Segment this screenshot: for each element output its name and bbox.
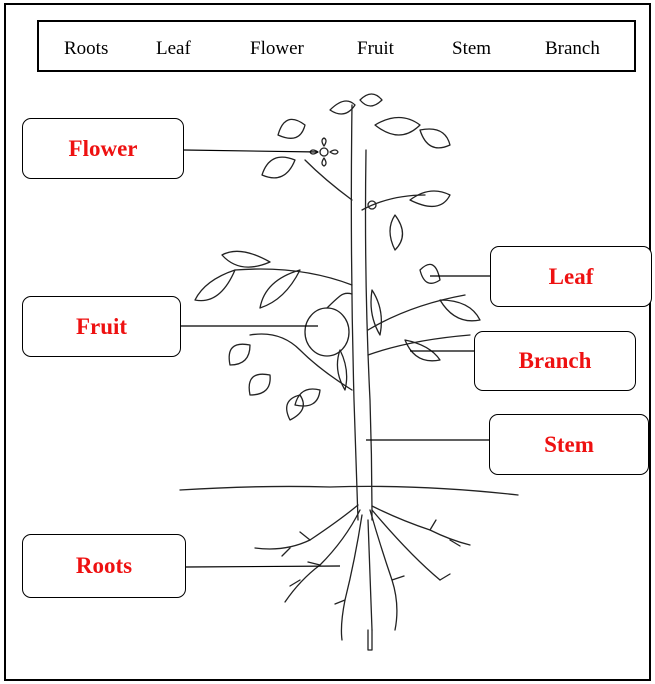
leaf-cluster-left <box>195 251 320 420</box>
label-flower[interactable]: Flower <box>22 118 184 179</box>
label-branch-text: Branch <box>519 348 592 374</box>
label-stem-text: Stem <box>544 432 594 458</box>
label-roots-text: Roots <box>76 553 132 579</box>
label-leaf[interactable]: Leaf <box>490 246 652 307</box>
label-fruit-text: Fruit <box>76 314 127 340</box>
label-flower-text: Flower <box>69 136 138 162</box>
leader-flower <box>184 150 318 152</box>
leaf-cluster-right <box>337 191 480 390</box>
label-branch[interactable]: Branch <box>474 331 636 391</box>
main-stem <box>351 105 358 520</box>
leaf-cluster-top <box>262 94 450 178</box>
root-system <box>255 505 470 650</box>
branch-left-upper <box>235 269 352 285</box>
label-stem[interactable]: Stem <box>489 414 649 475</box>
label-roots[interactable]: Roots <box>22 534 186 598</box>
label-fruit[interactable]: Fruit <box>22 296 181 357</box>
ground-line <box>180 486 518 495</box>
label-leaf-text: Leaf <box>549 264 594 290</box>
fruit-tomato <box>305 308 349 356</box>
